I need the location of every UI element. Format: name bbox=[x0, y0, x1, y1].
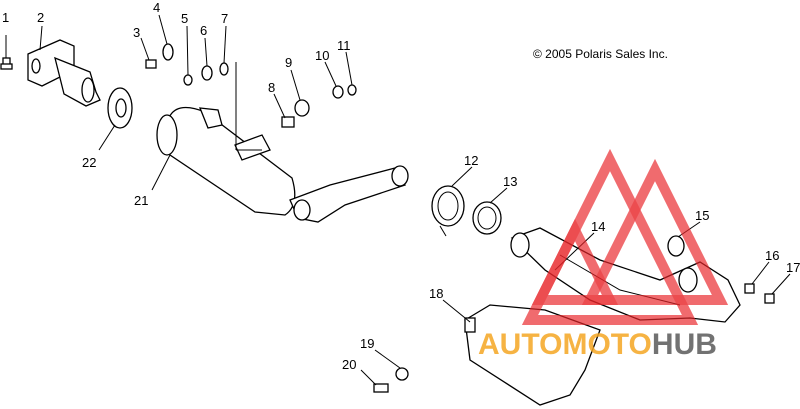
part-15-gasket bbox=[667, 235, 685, 257]
part-12-clamp bbox=[431, 185, 465, 237]
callout-2: 2 bbox=[37, 10, 44, 25]
parts-16-17-nuts bbox=[744, 283, 775, 304]
part-18-heat-shield bbox=[464, 304, 601, 406]
watermark-logo-triangles bbox=[521, 148, 729, 325]
part-13-sleeve bbox=[472, 201, 502, 235]
parts-8-11-mounting bbox=[281, 84, 357, 128]
callout-12: 12 bbox=[464, 153, 478, 168]
callout-1: 1 bbox=[2, 10, 9, 25]
callout-8: 8 bbox=[268, 80, 275, 95]
callout-17: 17 bbox=[786, 260, 800, 275]
part-1-bolt bbox=[0, 57, 13, 70]
callout-21: 21 bbox=[134, 193, 148, 208]
parts-drawing bbox=[0, 39, 775, 406]
callout-4: 4 bbox=[153, 0, 160, 15]
parts-19-20-screws bbox=[373, 367, 409, 393]
callout-labels: 1 2 3 4 5 6 7 8 9 10 11 12 13 14 15 16 1… bbox=[2, 0, 800, 372]
callout-3: 3 bbox=[133, 25, 140, 40]
callout-11: 11 bbox=[337, 38, 351, 53]
callout-22: 22 bbox=[82, 155, 96, 170]
automotohub-watermark: AUTOMOTOHUB bbox=[478, 148, 729, 361]
watermark-text: AUTOMOTOHUB bbox=[478, 328, 717, 361]
callout-20: 20 bbox=[342, 357, 356, 372]
callout-16: 16 bbox=[765, 248, 779, 263]
callout-15: 15 bbox=[695, 208, 709, 223]
part-2-flange-pipe bbox=[27, 39, 101, 107]
callout-18: 18 bbox=[429, 286, 443, 301]
part-22-gasket bbox=[107, 87, 133, 129]
callout-13: 13 bbox=[503, 174, 517, 189]
watermark-hub: HUB bbox=[652, 328, 717, 361]
callout-7: 7 bbox=[221, 11, 228, 26]
callout-10: 10 bbox=[315, 48, 329, 63]
copyright-notice: © 2005 Polaris Sales Inc. bbox=[533, 47, 668, 61]
callout-19: 19 bbox=[360, 336, 374, 351]
watermark-moto: MOTO bbox=[562, 328, 651, 361]
callout-9: 9 bbox=[285, 55, 292, 70]
callout-6: 6 bbox=[200, 23, 207, 38]
callout-5: 5 bbox=[181, 11, 188, 26]
parts-3-7-fasteners bbox=[145, 43, 229, 86]
watermark-auto: AUTO bbox=[478, 328, 562, 361]
callout-14: 14 bbox=[591, 219, 605, 234]
part-21-muffler bbox=[156, 62, 409, 223]
